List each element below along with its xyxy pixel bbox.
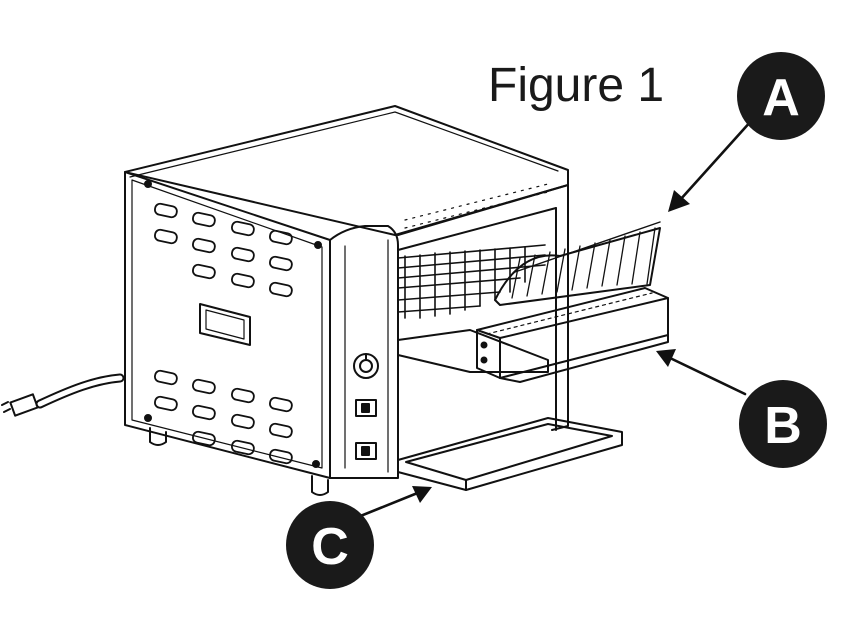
receiving-tray — [476, 287, 669, 383]
power-cord — [1, 373, 125, 417]
control-panel — [329, 225, 399, 479]
callout-a: A — [737, 52, 825, 140]
callout-c-label: C — [311, 518, 349, 576]
lower-vent-slots — [154, 369, 293, 465]
conveyor-belt — [397, 244, 546, 319]
callout-b-label: B — [764, 397, 802, 455]
callout-c: C — [286, 501, 374, 589]
left-side-panel — [124, 171, 331, 479]
callout-b: B — [739, 380, 827, 468]
switch-lower[interactable] — [355, 442, 377, 460]
crumb-tray — [397, 417, 623, 491]
label-plate — [199, 303, 251, 346]
top-panel — [124, 105, 569, 236]
callout-a-label: A — [762, 69, 800, 127]
leader-arrows — [351, 118, 754, 521]
figure-title: Figure 1 — [488, 59, 665, 112]
bread-guide — [494, 221, 661, 306]
switch-upper[interactable] — [355, 399, 377, 417]
upper-vent-slots — [154, 202, 293, 298]
interior-shelf — [397, 329, 549, 373]
speed-knob[interactable] — [353, 353, 379, 379]
feet — [149, 427, 329, 496]
right-frame — [397, 183, 569, 431]
